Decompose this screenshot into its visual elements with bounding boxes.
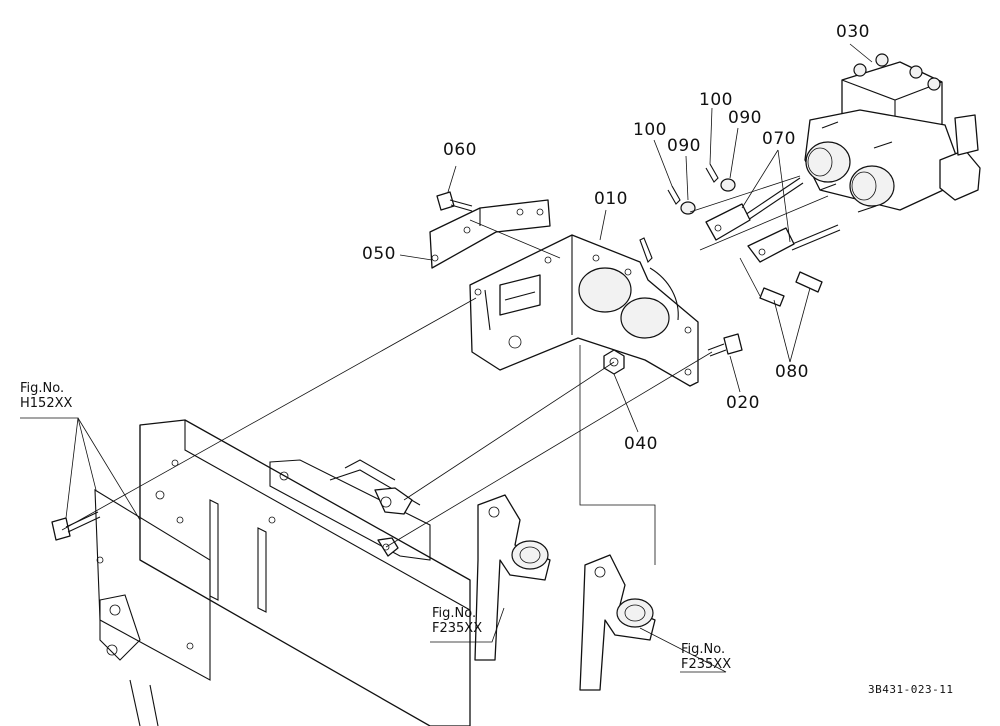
callout-050: 050: [362, 244, 396, 264]
fig-ref-f235-b-title: Fig.No.: [681, 642, 726, 657]
callout-100b: 100: [699, 90, 733, 110]
pedal-levers: [474, 494, 656, 691]
master-cylinder-030: [804, 53, 981, 213]
fig-ref-f235-a-code: F235XX: [432, 621, 483, 636]
bracket-plate-050: [429, 199, 551, 269]
callout-080: 080: [775, 362, 809, 382]
callout-060: 060: [443, 140, 477, 160]
fig-ref-h152-code: H152XX: [20, 396, 73, 411]
callout-030: 030: [836, 22, 870, 42]
callout-090b: 090: [728, 108, 762, 128]
assembly-guide-lines: [61, 175, 829, 565]
pins-080: [759, 271, 823, 307]
fig-ref-h152: Fig.No. H152XX: [20, 381, 72, 411]
callout-040: 040: [624, 434, 658, 454]
fig-ref-f235-a-title: Fig.No.: [432, 606, 477, 621]
callout-100a: 100: [633, 120, 667, 140]
callout-020: 020: [726, 393, 760, 413]
fig-ref-f235-b: Fig.No. F235XX: [681, 642, 731, 672]
callout-090a: 090: [667, 136, 701, 156]
bolt-020: [707, 333, 743, 357]
frame-assembly: [94, 419, 471, 726]
callout-010: 010: [594, 189, 628, 209]
fig-ref-h152-title: Fig.No.: [20, 381, 65, 396]
drawing-number: 3B431-023-11: [868, 683, 954, 696]
fig-ref-f235-b-code: F235XX: [681, 657, 732, 672]
leader-lines: [20, 43, 873, 673]
pins-100: [667, 163, 719, 205]
callout-070: 070: [762, 129, 796, 149]
frame-bolt: [51, 511, 101, 541]
bolt-060: [436, 191, 473, 212]
washers-090: [680, 178, 736, 215]
main-bracket: [469, 234, 699, 387]
push-rods-070: [705, 177, 841, 263]
fig-ref-f235-a: Fig.No. F235XX: [432, 606, 482, 636]
